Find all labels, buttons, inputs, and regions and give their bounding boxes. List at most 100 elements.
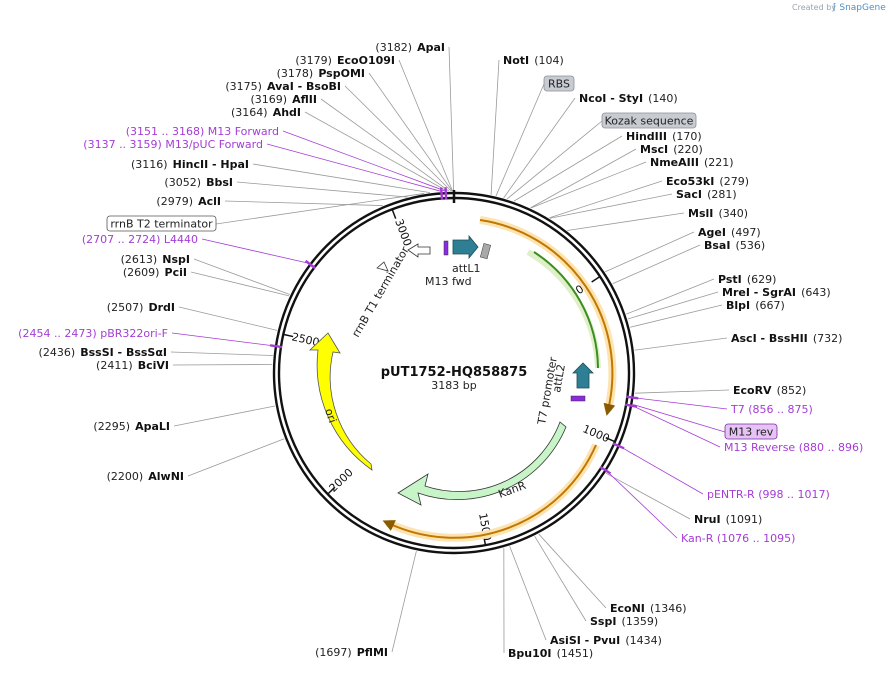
site-label: MreI - SgrAI (643) (722, 281, 831, 300)
leader-line (391, 550, 417, 653)
leader-line (320, 98, 450, 192)
leader-line (201, 238, 309, 264)
leader-line (567, 212, 685, 231)
site-label: EcoNI (1346) (610, 597, 687, 616)
site-label: (2609) PciI (123, 261, 187, 280)
leader-line (236, 181, 408, 198)
site-label: (2979) AclI (156, 190, 221, 209)
green-orf (533, 251, 599, 369)
brand-created-by: Created by (792, 3, 836, 12)
leader-line (344, 85, 452, 192)
site-label: (2295) ApaLI (93, 415, 170, 434)
rbs-marker (479, 243, 491, 260)
leader-line (171, 332, 275, 347)
site-labels: (3182) ApaI(3179) EcoO109I(3178) PspOMI(… (18, 36, 863, 660)
site-label: (3178) PspOMI (277, 62, 365, 81)
orf-arc-1 (479, 219, 616, 416)
site-label: (2200) AlwNI (107, 465, 184, 484)
feature-box-label: rrnB T2 terminator (110, 218, 213, 231)
leader-line (448, 46, 455, 192)
primer-label: pENTR-R (998 .. 1017) (707, 488, 830, 501)
leader-line (530, 148, 637, 209)
leader-line (187, 438, 285, 477)
site-label: NotI (104) (503, 49, 564, 68)
tick-500 (591, 275, 601, 283)
primer-marker (269, 344, 283, 349)
orf-arc-2 (382, 444, 597, 539)
tick-2500 (283, 333, 294, 338)
primer-marker (439, 187, 444, 200)
tick-1000 (605, 437, 616, 443)
site-label: (2411) BciVI (96, 354, 169, 373)
site-label: (3116) HincII - HpaI (131, 153, 249, 172)
site-label: SspI (1359) (590, 610, 658, 629)
primer-label: (3137 .. 3159) M13/pUC Forward (83, 138, 263, 151)
ori-label: ori (322, 407, 339, 425)
site-label: PstI (629) (718, 268, 776, 287)
leader-line (495, 83, 545, 197)
primer-marker (599, 466, 612, 475)
primer-marker (624, 403, 638, 408)
leader-line (530, 161, 647, 209)
leader-line (506, 120, 603, 200)
m13-fwd-arrow (407, 243, 431, 258)
site-label: NmeAIII (221) (650, 151, 734, 170)
leader-line (605, 472, 691, 520)
kanr-label: KanR (497, 479, 528, 501)
leader-line (534, 535, 587, 622)
feature-box (724, 423, 778, 440)
site-label: NruI (1091) (694, 508, 762, 527)
tick-label: 1000 (581, 422, 612, 445)
site-label: AgeI (497) (698, 221, 761, 240)
orf-arcs (382, 216, 617, 542)
site-label: Eco53kI (279) (666, 170, 749, 189)
leader-line (626, 278, 715, 315)
leader-line (172, 364, 273, 366)
plasmid-name: pUT1752-HQ858875 (381, 365, 528, 380)
site-label: BlpI (667) (726, 294, 785, 313)
leader-line (620, 446, 704, 495)
leader-line (252, 163, 431, 193)
feature-box-label: Kozak sequence (605, 115, 694, 128)
site-label: (2436) BssSI - BssSαI (39, 341, 167, 360)
site-label: AsiSI - PvuI (1434) (550, 629, 662, 648)
attl1-label: attL1 (452, 262, 481, 275)
primer-marker (443, 240, 449, 256)
leader-line (170, 351, 273, 356)
kanr-arrow (397, 421, 567, 506)
leader-line (549, 193, 673, 219)
site-label: SacI (281) (676, 183, 737, 202)
leader-line (606, 471, 678, 539)
site-label: (3179) EcoO109I (295, 49, 395, 68)
site-label: (3052) BbsI (164, 171, 233, 190)
site-label: HindIII (170) (626, 125, 702, 144)
site-label: BsaI (536) (704, 234, 765, 253)
tick-label: 2500 (290, 330, 320, 349)
primer-marker (626, 395, 639, 400)
site-label: (1697) PflMI (315, 641, 388, 660)
primer-label: (3151 .. 3168) M13 Forward (126, 125, 279, 138)
leader-line (632, 405, 721, 448)
primer-label: T7 (856 .. 875) (730, 403, 813, 416)
leader-line (173, 405, 276, 427)
tick-3000 (391, 209, 397, 219)
site-label: (2613) NspI (121, 248, 190, 267)
t7-primer-marker (570, 395, 586, 402)
site-label: (3175) AvaI - BsoBI (225, 75, 341, 94)
primer-label: M13 Reverse (880 .. 896) (724, 441, 863, 454)
leader-line (633, 404, 726, 433)
leader-line (605, 231, 695, 273)
attl1-arrow (452, 234, 479, 260)
ori-arrow (308, 332, 373, 471)
tick-label: 3000 (392, 217, 414, 248)
site-label: AscI - BssHII (732) (731, 327, 842, 346)
leader-line (304, 111, 448, 192)
leader-line (282, 130, 446, 192)
leader-line (549, 180, 663, 219)
site-label: (3169) AflII (250, 88, 317, 107)
site-label: MslI (340) (688, 202, 748, 221)
leader-line (503, 97, 576, 199)
site-label: (3182) ApaI (375, 36, 445, 55)
leader-line (266, 143, 442, 192)
